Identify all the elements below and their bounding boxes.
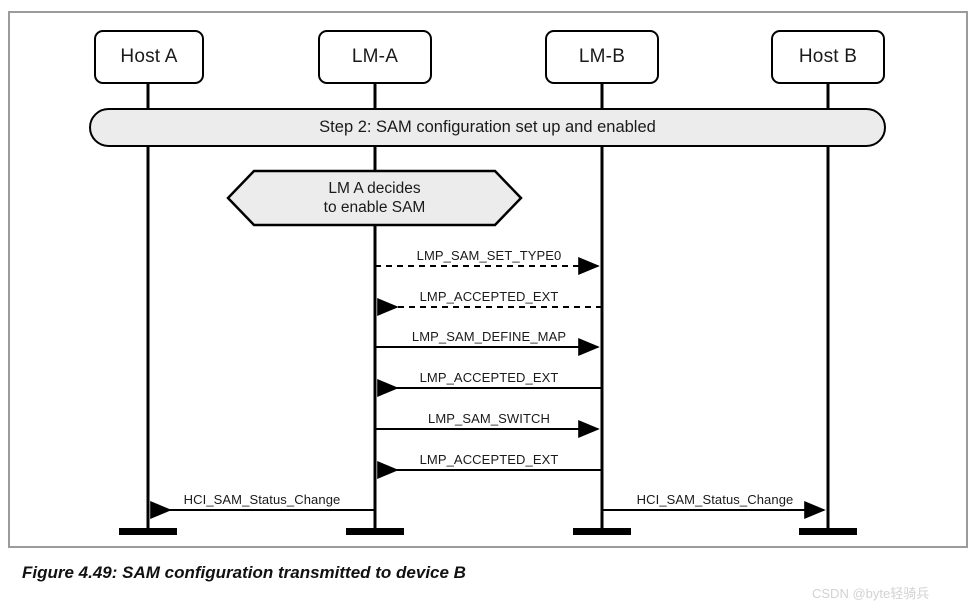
step-banner[interactable]: Step 2: SAM configuration set up and ena… — [89, 108, 886, 147]
message-label-msg-1: LMP_SAM_SET_TYPE0 — [416, 248, 562, 263]
participant-box-host-a[interactable]: Host A — [94, 30, 204, 84]
participant-label-host-b: Host B — [798, 46, 858, 67]
lifeline-terminator-host-a — [119, 528, 177, 535]
message-label-msg-8: HCI_SAM_Status_Change — [636, 492, 794, 507]
messages-group — [150, 257, 826, 519]
participant-label-lm-a: LM-A — [351, 46, 399, 67]
decision-note-hexagon — [226, 169, 523, 227]
message-label-msg-5: LMP_SAM_SWITCH — [427, 411, 551, 426]
participant-box-lm-a[interactable]: LM-A — [318, 30, 432, 84]
decision-note[interactable]: LM A decides to enable SAM — [228, 171, 521, 225]
lifeline-terminator-host-b — [799, 528, 857, 535]
lifeline-terminators-group — [119, 528, 857, 535]
decision-note-line-2: to enable SAM — [323, 199, 426, 216]
figure-caption: Figure 4.49: SAM configuration transmitt… — [22, 563, 466, 582]
message-label-msg-4: LMP_ACCEPTED_EXT — [419, 370, 559, 385]
participant-box-host-b[interactable]: Host B — [771, 30, 885, 84]
lifeline-terminator-lm-a — [346, 528, 404, 535]
participant-label-lm-b: LM-B — [578, 46, 626, 67]
lifeline-terminator-lm-b — [573, 528, 631, 535]
decision-note-line-1: LM A decides — [328, 180, 421, 197]
step-banner-label: Step 2: SAM configuration set up and ena… — [319, 118, 656, 136]
participant-box-lm-b[interactable]: LM-B — [545, 30, 659, 84]
message-label-msg-7: HCI_SAM_Status_Change — [183, 492, 341, 507]
message-label-msg-6: LMP_ACCEPTED_EXT — [419, 452, 559, 467]
figure-frame — [8, 11, 968, 548]
watermark: CSDN @byte轻骑兵 — [812, 586, 930, 601]
decision-note-text: LM A decides to enable SAM — [228, 171, 521, 225]
message-label-msg-2: LMP_ACCEPTED_EXT — [419, 289, 559, 304]
participant-label-host-a: Host A — [120, 46, 178, 67]
message-label-msg-3: LMP_SAM_DEFINE_MAP — [411, 329, 567, 344]
